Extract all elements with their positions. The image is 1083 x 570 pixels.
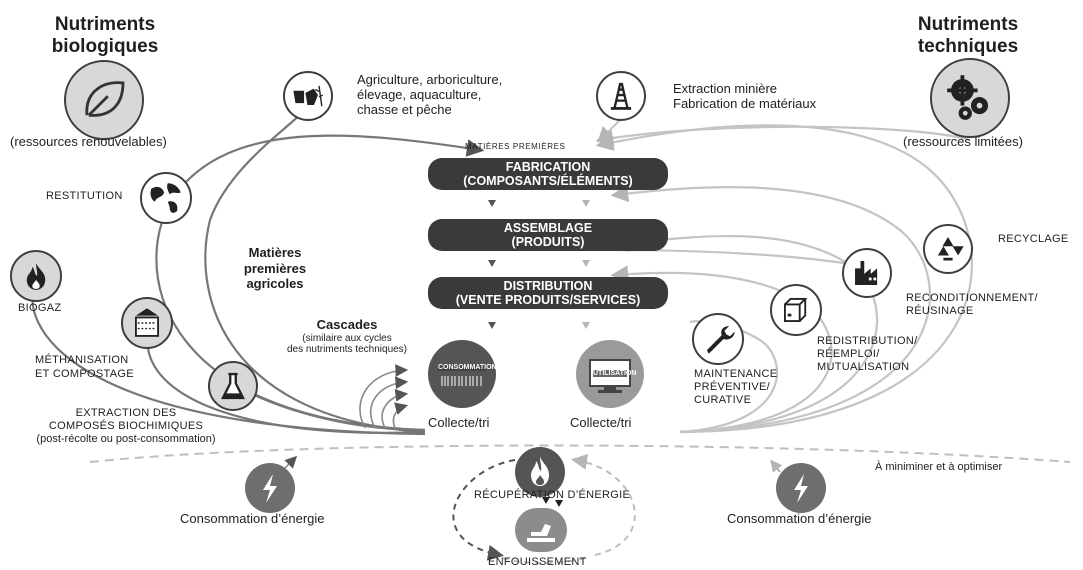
consumption-screen-label: CONSOMMATION [438,364,497,371]
central-arrows [488,200,590,329]
stage-line: (PRODUITS) [511,235,585,249]
maintenance-label: MAINTENANCE PRÉVENTIVE/ CURATIVE [694,368,777,408]
energy-recovery-flame-icon [515,447,565,497]
label-line: Matières [248,245,302,260]
label-line: Agriculture, arboriculture, [357,72,503,87]
technical-nutrients-title: Nutriments techniques [903,14,1033,58]
title-line: Nutriments [917,14,1019,35]
energy-icon-left [245,463,295,513]
gears-icon [930,58,1010,138]
mining-arrow [597,119,621,143]
globe-icon [140,172,192,224]
landfill-icon [515,508,567,552]
label-line: RÉUSINAGE [906,305,974,318]
label-line: (similaire aux cycles [302,332,392,344]
label-line: MUTUALISATION [817,361,910,374]
fabrication-stage: FABRICATION (COMPOSANTS/ÉLÉMENTS) [428,158,668,190]
landfill-label: ENFOUISSEMENT [488,556,587,568]
flask-icon [208,361,258,411]
utilisation-screen-label: UTILISATION [593,370,637,377]
flame-icon [10,250,62,302]
energy-icon-right [776,463,826,513]
redistribution-label: REDISTRIBUTION/ RÉEMPLOI/ MUTUALISATION [817,335,917,375]
assembly-stage: ASSEMBLAGE (PRODUITS) [428,219,668,251]
energy-recovery-loop [452,459,516,561]
stage-line: (VENTE PRODUITS/SERVICES) [455,293,641,307]
agriculture-icon [283,71,333,121]
label-line: (post-récolte ou post-consommation) [36,433,216,446]
cascades-label: Cascades (similaire aux cycles des nutri… [262,317,432,356]
mining-label: Extraction minière Fabrication de matéri… [673,81,817,112]
label-line: premières [243,260,307,276]
minimise-dashed-line [89,444,1071,463]
label-line: Cascades [316,317,378,332]
label-line: PRÉVENTIVE/ [694,381,771,394]
consumption-icon: CONSOMMATION [428,340,497,408]
label-line: ET COMPOSTAGE [35,368,134,381]
restitution-label: RESTITUTION [46,190,123,202]
biogaz-label: BIOGAZ [18,302,62,314]
title-line: biologiques [51,35,159,57]
distribution-stage: DISTRIBUTION (VENTE PRODUITS/SERVICES) [428,277,668,309]
label-line: élevage, aquaculture, [357,86,482,102]
energy-consumption-left-label: Consommation d’énergie [180,511,325,526]
factory-icon [842,248,892,298]
leaf-icon [64,60,144,140]
collection-right-label: Collecte/tri [570,415,632,430]
label-line: agricoles [246,276,304,292]
biological-nutrients-title: Nutriments biologiques [40,14,170,58]
stage-line: DISTRIBUTION [503,278,593,293]
stage-line: ASSEMBLAGE [503,220,593,235]
energy-recovery-label: RÉCUPÉRATION D’ÉNERGIE [474,489,631,501]
label-line: MAINTENANCE [694,368,778,380]
oil-rig-icon [596,71,646,121]
utilisation-icon: UTILISATION [576,340,644,408]
recycle-icon [923,224,973,274]
label-line: MÉTHANISATION [35,354,129,366]
stage-line: (COMPOSANTS/ÉLÉMENTS) [463,174,633,188]
agricultural-raw-materials-label: Matières premières agricoles [225,245,325,292]
reconditioning-label: RECONDITIONNEMENT/ RÉUSINAGE [906,292,1038,318]
label-line: RÉEMPLOI/ [817,348,880,361]
title-line: Nutriments [54,14,156,35]
renewable-resources-label: (ressources renouvelables) [10,134,167,149]
energy-consumption-right-label: Consommation d’énergie [727,511,872,526]
label-line: chasse et pêche [357,101,452,117]
biochem-extraction-label: EXTRACTION DES COMPOSÉS BIOCHIMIQUES (po… [20,407,232,447]
label-line: des nutriments techniques) [286,344,408,356]
label-line: CURATIVE [694,394,752,407]
label-line: Fabrication de matériaux [673,95,817,111]
label-line: RECONDITIONNEMENT/ [906,292,1038,304]
recyclage-label: RECYCLAGE [998,233,1069,245]
collection-left-label: Collecte/tri [428,415,490,430]
label-line: Extraction minière [673,81,778,96]
label-line: REDISTRIBUTION/ [817,335,918,347]
box-icon [770,284,822,336]
raw-materials-label: MATIÈRES PREMIÈRES [465,142,566,151]
cascade-arrows [359,364,409,429]
title-line: techniques [917,35,1019,57]
limited-resources-label: (ressources limitées) [903,134,1023,149]
minimise-label: À miniminer et à optimiser [875,461,1003,473]
methanisation-label: MÉTHANISATION ET COMPOSTAGE [35,353,134,382]
wrench-icon [692,313,744,365]
compost-icon [121,297,173,349]
label-line: COMPOSÉS BIOCHIMIQUES [48,420,204,433]
label-line: EXTRACTION DES [75,407,177,419]
agriculture-label: Agriculture, arboriculture, élevage, aqu… [357,72,503,118]
stage-line: FABRICATION [505,159,591,174]
